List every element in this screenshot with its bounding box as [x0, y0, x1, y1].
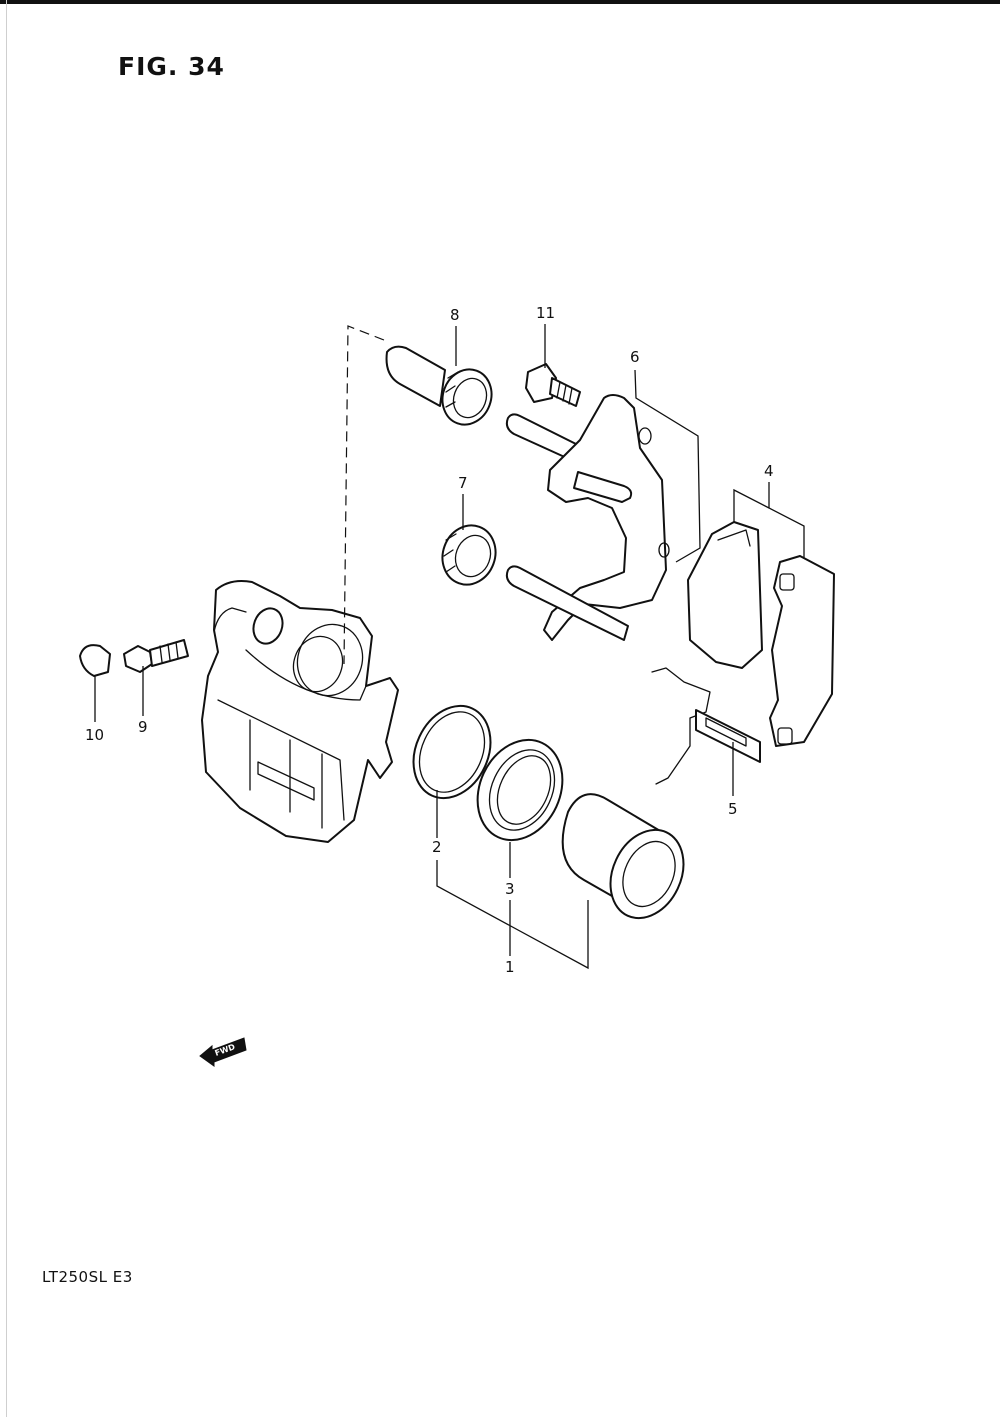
figure-title: FIG. 34 — [118, 52, 225, 81]
caliper-bracket-part-6 — [505, 394, 670, 641]
slide-pin-part-8 — [385, 345, 493, 426]
dust-seal-part-3 — [476, 738, 564, 842]
callout-7: 7 — [458, 474, 468, 492]
boot-part-7 — [441, 524, 497, 586]
bolt-part-11 — [525, 363, 581, 407]
piston-seal-part-2 — [412, 704, 492, 800]
callout-labels: 8 11 6 7 4 5 10 9 2 3 1 — [85, 304, 774, 976]
model-code: LT250SL E3 — [42, 1268, 133, 1286]
callout-5: 5 — [728, 800, 738, 818]
callout-9: 9 — [138, 718, 148, 736]
top-border — [0, 0, 1000, 4]
bleeder-cap-part-10 — [79, 644, 111, 677]
callout-2: 2 — [432, 838, 442, 856]
callout-8: 8 — [450, 306, 460, 324]
assembly-line-pin — [343, 325, 385, 665]
brake-pads-part-4 — [687, 521, 835, 747]
left-border — [6, 0, 7, 1417]
callout-11: 11 — [536, 304, 555, 322]
caliper-body — [201, 580, 399, 843]
leader-lines — [94, 324, 805, 970]
caliper-piston — [561, 793, 685, 920]
callout-10: 10 — [85, 726, 104, 744]
pad-spring-part-5 — [651, 667, 761, 785]
callout-3: 3 — [505, 880, 515, 898]
callout-1: 1 — [505, 958, 515, 976]
bleeder-screw-part-9 — [123, 639, 189, 673]
forward-arrow-icon: FWD — [199, 1037, 247, 1067]
callout-6: 6 — [630, 348, 640, 366]
callout-4: 4 — [764, 462, 774, 480]
